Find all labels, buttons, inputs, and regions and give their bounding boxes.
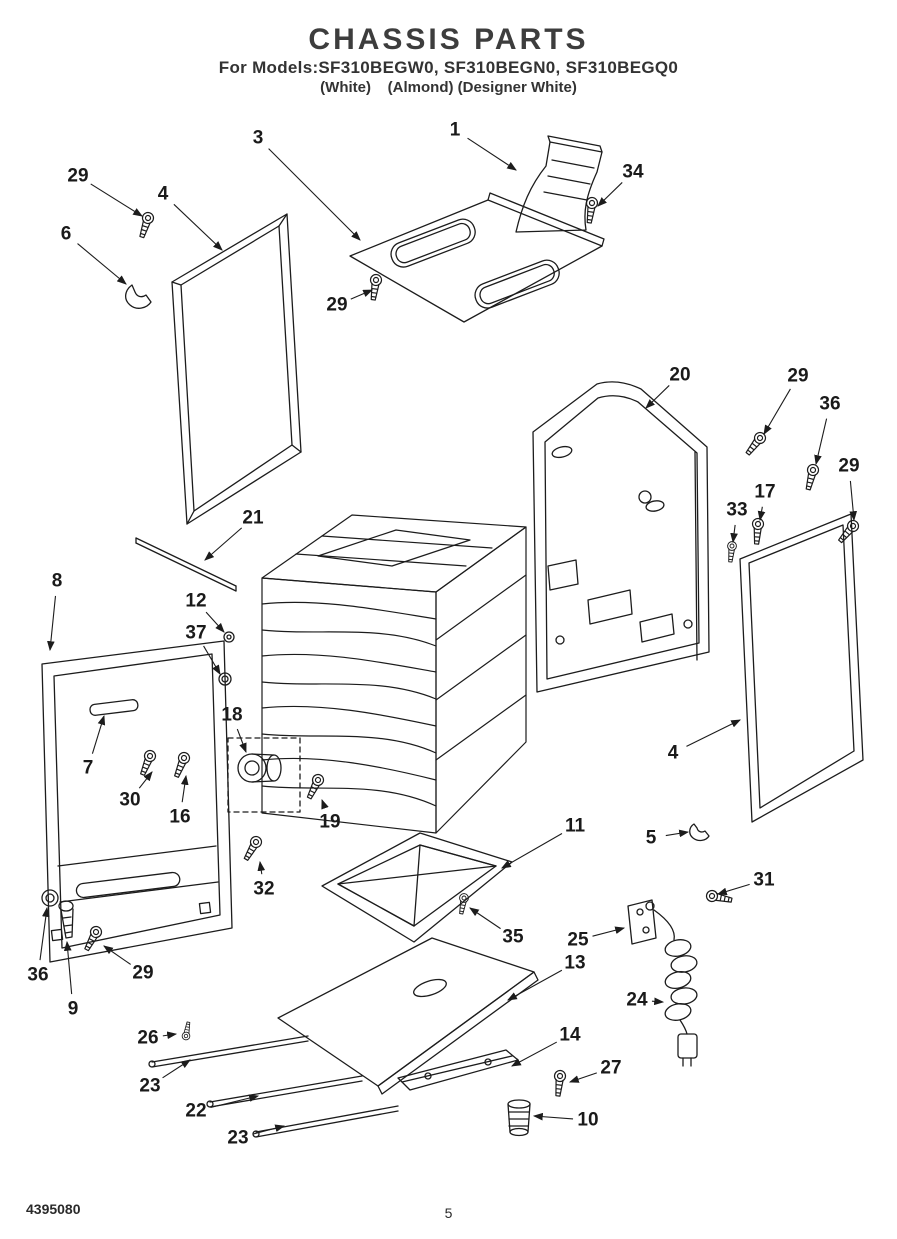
power-cord-part-24: [645, 901, 698, 1067]
left-side-panel-part-4: [171, 213, 302, 525]
nut-part-12: [223, 631, 235, 643]
clip-part-5: [689, 823, 710, 842]
page-number: 5: [444, 1205, 453, 1221]
page-title: CHASSIS PARTS: [308, 23, 589, 56]
spacer-part-36-left: [41, 889, 59, 907]
rail-part-23-lower: [252, 1105, 399, 1138]
right-side-panel-part-4: [739, 513, 864, 823]
bottom-panel-part-13: [277, 937, 539, 1095]
main-top-part-3: [349, 192, 605, 323]
rear-panel-part-20: [532, 381, 710, 693]
page-header: CHASSIS PARTS For Models:SF310BEGW0, SF3…: [0, 24, 897, 96]
leader-lines: [39, 137, 858, 1135]
clip-part-6: [125, 284, 152, 309]
trim-strip-part-21: [135, 537, 237, 592]
front-panel-part-8: [41, 640, 233, 963]
leveling-leg-part-10: [507, 1099, 531, 1137]
document-number: 4395080: [26, 1201, 81, 1217]
rail-part-23-upper: [148, 1035, 309, 1068]
grommet-part-37: [218, 672, 232, 686]
drawer-pan-part-11: [321, 832, 513, 943]
oven-cavity: [261, 514, 527, 834]
models-line: For Models:SF310BEGW0, SF310BEGN0, SF310…: [218, 57, 679, 77]
bolt-part-9: [58, 900, 74, 939]
vent-duct-part-1: [515, 135, 603, 233]
bracket-part-25: [627, 899, 657, 945]
support-bracket-part-14: [397, 1049, 519, 1091]
bearing-part-18: [227, 737, 301, 813]
colors-line: (White) (Almond) (Designer White): [320, 78, 577, 96]
rail-part-22: [206, 1075, 363, 1108]
